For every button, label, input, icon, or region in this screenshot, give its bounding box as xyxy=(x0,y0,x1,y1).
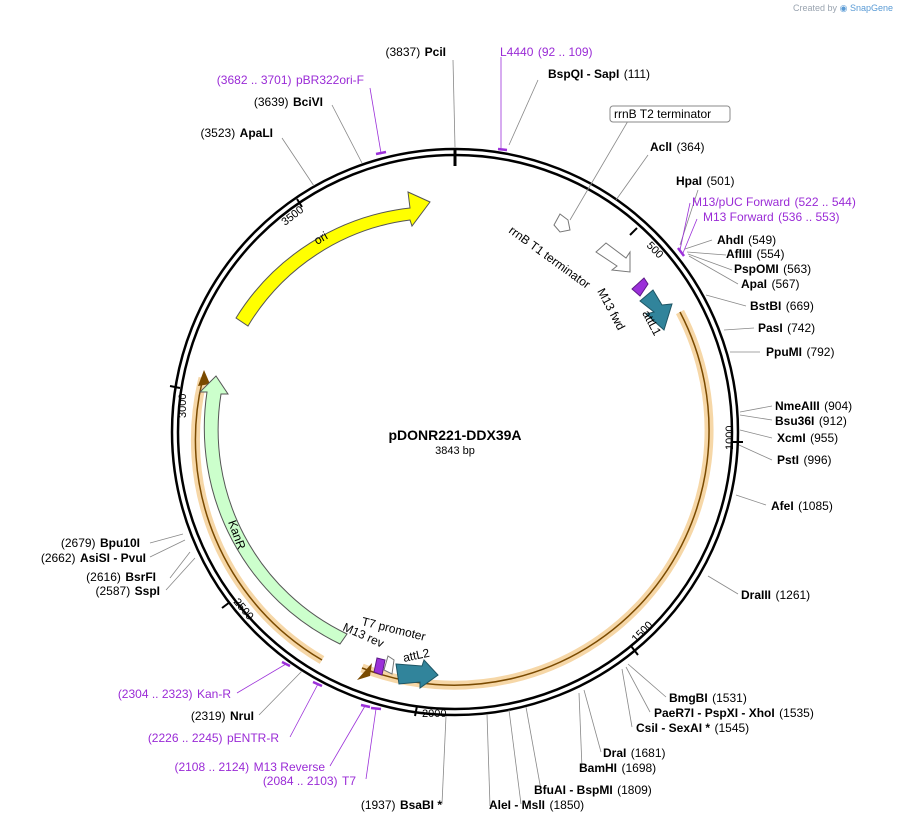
plasmid-length: 3843 bp xyxy=(435,445,475,457)
site-psti[interactable]: PstI (996) xyxy=(777,451,831,468)
feature-rrnb-t2[interactable] xyxy=(553,213,571,233)
site-paer7i-pspxi-xhoi[interactable]: PaeR7I - PspXI - XhoI (1535) xyxy=(654,704,814,721)
ruler: 500 1000 1500 2000 2500 3000 3500 xyxy=(169,198,743,720)
feature-rrnb-t1[interactable] xyxy=(595,242,631,273)
primer-leader-lines xyxy=(236,57,698,780)
feature-attl2-label: attL2 xyxy=(402,646,431,665)
site-bcivi[interactable]: (3639) BciVI xyxy=(254,93,323,110)
primer-m13-puc-forward[interactable]: M13/pUC Forward (522 .. 544) xyxy=(692,193,856,210)
leader-lines xyxy=(149,59,773,807)
feature-m13-rev[interactable] xyxy=(373,657,386,676)
callout-box xyxy=(609,105,731,123)
site-sspi[interactable]: (2587) SspI xyxy=(96,582,160,599)
feature-t7-promoter[interactable] xyxy=(383,655,395,675)
primer-m13-reverse[interactable]: (2108 .. 2124) M13 Reverse xyxy=(174,758,325,775)
site-afei[interactable]: AfeI (1085) xyxy=(771,497,833,514)
site-acli[interactable]: AclI (364) xyxy=(650,138,704,155)
primer-t7[interactable]: (2084 .. 2103) T7 xyxy=(263,772,357,789)
snapgene-credit: Created by ◉ SnapGene xyxy=(793,3,893,14)
site-bamhi[interactable]: BamHI (1698) xyxy=(579,759,656,776)
site-bfuai-bspmi[interactable]: BfuAI - BspMI (1809) xyxy=(534,781,652,798)
feature-rrnbt1-label: rrnB T1 terminator xyxy=(506,223,593,291)
site-hpai[interactable]: HpaI (501) xyxy=(676,172,734,189)
site-ahdi[interactable]: AhdI (549) xyxy=(717,231,776,248)
site-pasi[interactable]: PasI (742) xyxy=(758,319,815,336)
site-nrui[interactable]: (2319) NruI xyxy=(191,707,254,724)
site-ppumi[interactable]: PpuMI (792) xyxy=(766,343,834,360)
feature-ori-label: ori xyxy=(312,229,331,248)
site-bmgbi[interactable]: BmgBI (1531) xyxy=(669,689,747,706)
primer-pbr322ori-f[interactable]: (3682 .. 3701) pBR322ori-F xyxy=(217,71,364,88)
site-bpu10i[interactable]: (2679) Bpu10I xyxy=(61,534,140,551)
primer-pentr-r[interactable]: (2226 .. 2245) pENTR-R xyxy=(148,729,280,746)
tick-label-2000: 2000 xyxy=(422,708,446,720)
site-afliii[interactable]: AflIII (554) xyxy=(726,245,784,262)
site-csii-sexai[interactable]: CsiI - SexAI * (1545) xyxy=(636,719,749,736)
primer-marks xyxy=(281,147,685,711)
primer-kan-r[interactable]: (2304 .. 2323) Kan-R xyxy=(118,685,232,702)
tick-label-500: 500 xyxy=(644,240,665,261)
tick-label-1500: 1500 xyxy=(630,619,656,645)
site-xcmi[interactable]: XcmI (955) xyxy=(777,429,838,446)
tick-label-3000: 3000 xyxy=(177,394,189,418)
feature-attl2[interactable] xyxy=(395,659,439,689)
site-pspomi[interactable]: PspOMI (563) xyxy=(734,260,811,277)
site-bsu36i[interactable]: Bsu36I (912) xyxy=(775,412,847,429)
credit-prefix: Created by xyxy=(793,3,838,13)
plasmid-name: pDONR221-DDX39A xyxy=(388,427,521,443)
snapgene-logo-icon: ◉ xyxy=(839,3,848,13)
site-apali[interactable]: (3523) ApaLI xyxy=(201,124,273,141)
site-drai[interactable]: DraI (1681) xyxy=(603,744,665,761)
site-bsrfi[interactable]: (2616) BsrFI xyxy=(86,568,156,585)
feature-m13fwd-label: M13 fwd xyxy=(594,286,628,333)
primer-labels: L4440 (92 .. 109) (3682 .. 3701) pBR322o… xyxy=(118,43,856,789)
primer-m13-forward[interactable]: M13 Forward (536 .. 553) xyxy=(703,208,840,225)
feature-attl1[interactable] xyxy=(639,289,673,331)
orf-arrowhead-right xyxy=(357,663,372,680)
site-nmeaiii[interactable]: NmeAIII (904) xyxy=(775,397,852,414)
callout-rrnbt2-label: rrnB T2 terminator xyxy=(614,107,711,121)
site-alei-msli[interactable]: AleI - MslI (1850) xyxy=(489,796,584,813)
tick-label-1000: 1000 xyxy=(724,426,736,450)
site-bspqi-sapi[interactable]: BspQI - SapI (111) xyxy=(548,65,650,82)
feature-kanr-label: KanR xyxy=(225,518,249,551)
feature-ori[interactable] xyxy=(235,191,431,327)
site-bstbi[interactable]: BstBI (669) xyxy=(750,297,814,314)
credit-brand: SnapGene xyxy=(849,3,893,13)
site-asisi-pvui[interactable]: (2662) AsiSI - PvuI xyxy=(41,549,146,566)
feature-kanr[interactable] xyxy=(198,375,348,645)
primer-l4440[interactable]: L4440 (92 .. 109) xyxy=(500,43,593,60)
feature-m13-fwd[interactable] xyxy=(631,277,649,297)
site-bsabi[interactable]: (1937) BsaBI * xyxy=(361,796,442,813)
site-pcii[interactable]: (3837) PciI xyxy=(386,43,447,60)
orf-arrowhead-left xyxy=(198,370,210,386)
site-draiii[interactable]: DraIII (1261) xyxy=(741,586,810,603)
site-labels: (3837) PciI BspQI - SapI (111) AclI (364… xyxy=(41,43,852,813)
site-apai[interactable]: ApaI (567) xyxy=(741,275,799,292)
